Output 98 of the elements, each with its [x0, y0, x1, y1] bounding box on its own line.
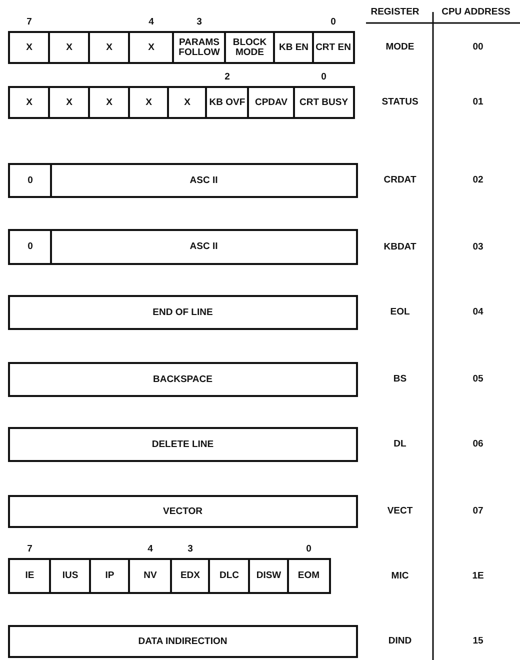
register-field-box: [50, 229, 358, 265]
column-header: REGISTER: [370, 6, 420, 18]
register-name: STATUS: [382, 96, 418, 108]
cpu-address: 03: [472, 242, 484, 252]
field-name: IP: [105, 571, 114, 581]
field-name: IUS: [62, 571, 78, 581]
cpu-address: 15: [472, 636, 484, 646]
bit-number: 3: [196, 16, 202, 28]
register-name: BS: [393, 374, 407, 384]
cpu-address: 1E: [472, 570, 484, 582]
field-name: DELETE LINE: [152, 440, 214, 450]
bit-number: 4: [148, 16, 154, 28]
field-name: X: [26, 42, 32, 52]
bit-number: 2: [224, 72, 230, 82]
bit-number: 7: [26, 16, 32, 28]
field-name: BLOCK MODE: [232, 38, 268, 58]
register-field-box: [128, 31, 174, 64]
bit-number: 0: [330, 16, 336, 28]
register-field-box: [273, 31, 314, 64]
cpu-address: 06: [472, 438, 484, 450]
register-field-box: [312, 31, 354, 64]
field-name: PARAMS FOLLOW: [178, 38, 221, 58]
cpu-address: 04: [472, 306, 484, 318]
field-name: END OF LINE: [152, 308, 213, 318]
register-field-box: [48, 31, 90, 64]
register-field-box: [8, 163, 52, 198]
register-name: MIC: [391, 570, 409, 582]
register-field-box: [293, 86, 354, 119]
register-field-box: [49, 558, 92, 594]
cpu-address: 05: [472, 374, 484, 384]
field-name: DLC: [219, 571, 240, 581]
field-name: X: [66, 98, 72, 108]
register-field-box: [8, 625, 358, 658]
field-name: NV: [144, 571, 157, 581]
register-field-box: [167, 86, 208, 119]
field-name: KB EN: [278, 42, 309, 52]
register-name: MODE: [386, 42, 414, 52]
cpu-address: 02: [472, 174, 484, 186]
field-name: X: [148, 42, 154, 52]
register-field-box: [89, 558, 130, 594]
field-name: CPDAV: [254, 98, 288, 108]
register-field-box: [8, 295, 358, 330]
register-field-box: [88, 86, 130, 119]
field-name: X: [26, 98, 32, 108]
bit-number: 0: [321, 72, 326, 82]
register-field-box: [8, 31, 50, 64]
register-name: KBDAT: [384, 242, 416, 252]
register-field-box: [287, 558, 330, 594]
field-name: X: [66, 42, 72, 52]
field-name: CRT EN: [316, 42, 351, 52]
register-name: DIND: [388, 636, 412, 646]
field-name: X: [106, 98, 112, 108]
register-name: EOL: [390, 306, 410, 318]
register-name: CRDAT: [384, 174, 416, 186]
register-field-box: [8, 362, 358, 397]
field-name: BACKSPACE: [153, 374, 212, 384]
field-name: EOM: [298, 571, 320, 581]
field-name: VECTOR: [163, 506, 202, 516]
register-field-box: [248, 558, 290, 594]
field-name: KB OVF: [209, 98, 246, 108]
field-name: X: [184, 98, 190, 108]
register-field-box: [88, 31, 130, 64]
register-field-box: [8, 86, 50, 119]
register-name: VECT: [387, 506, 413, 516]
register-field-box: [172, 31, 226, 64]
field-name: 0: [28, 176, 33, 186]
bit-number: 3: [188, 544, 193, 554]
register-field-box: [50, 163, 358, 198]
column-header: CPU ADDRESS: [442, 6, 510, 18]
register-field-box: [8, 558, 52, 594]
field-name: ASC II: [190, 176, 218, 186]
bit-number: 7: [27, 544, 32, 554]
field-name: X: [106, 42, 112, 52]
field-name: X: [146, 98, 152, 108]
field-name: CRT BUSY: [299, 98, 348, 108]
cpu-address: 01: [472, 96, 484, 108]
register-field-box: [170, 558, 210, 594]
register-field-box: [8, 495, 358, 528]
register-field-box: [8, 229, 52, 265]
cpu-address: 00: [472, 42, 484, 52]
register-field-box: [205, 86, 250, 119]
bit-number: 0: [306, 544, 312, 554]
register-name: DL: [394, 438, 406, 450]
field-name: ASC II: [190, 242, 218, 252]
register-field-box: [128, 86, 170, 119]
field-name: 0: [28, 242, 33, 252]
register-field-box: [224, 31, 276, 64]
field-name: DISW: [256, 571, 282, 581]
field-name: DATA INDIRECTION: [138, 636, 228, 646]
register-field-box: [208, 558, 250, 594]
register-field-box: [8, 427, 358, 462]
register-field-box: [128, 558, 172, 594]
register-field-box: [247, 86, 296, 119]
register-field-box: [48, 86, 90, 119]
bit-number: 4: [148, 544, 153, 554]
field-name: IE: [25, 571, 34, 581]
field-name: EDX: [180, 571, 200, 581]
cpu-address: 07: [472, 506, 484, 516]
